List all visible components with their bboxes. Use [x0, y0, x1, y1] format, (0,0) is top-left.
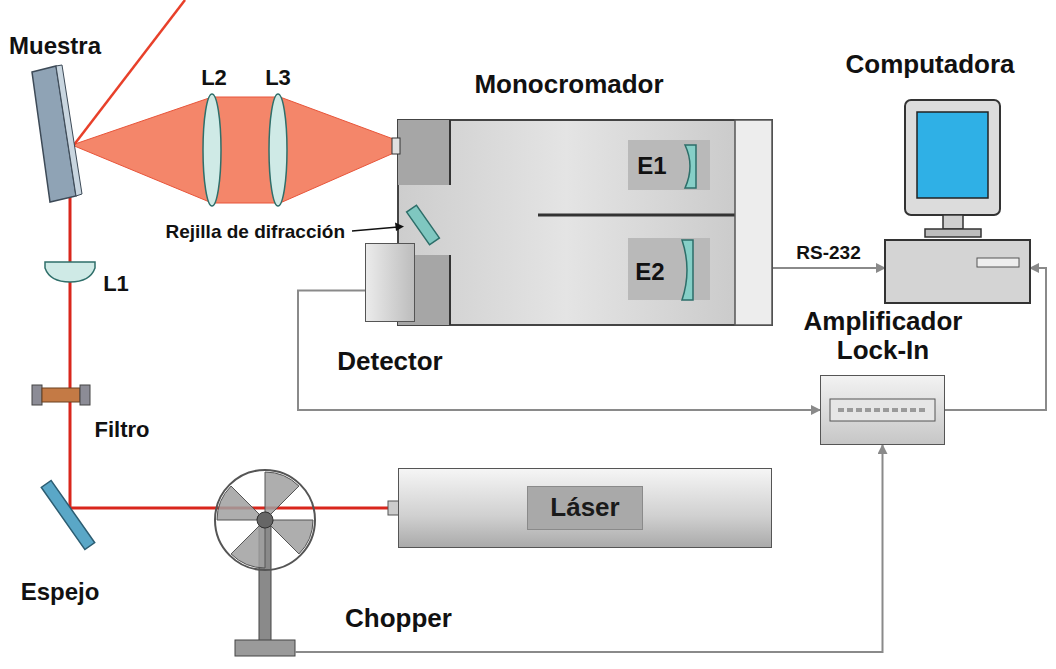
signal-wire	[772, 267, 885, 269]
monitor-frame	[905, 100, 1000, 215]
concave-mirror	[682, 240, 693, 300]
mirror-label: Espejo	[21, 579, 100, 605]
filter-cap	[80, 385, 90, 405]
grating-label: Rejilla de difracción	[166, 222, 346, 243]
sample-label: Muestra	[9, 33, 101, 59]
leader-line	[352, 227, 398, 231]
divider-line	[538, 214, 735, 217]
concave-mirror	[685, 145, 696, 188]
detector-box: Detector	[365, 243, 415, 322]
leader-arrowhead	[395, 223, 404, 232]
chopper-drawing	[205, 466, 318, 660]
laser-box: Láser	[398, 468, 772, 548]
display-panel	[830, 399, 935, 421]
mirror-symbol	[41, 480, 94, 549]
signal-wire	[318, 445, 883, 652]
slit-block	[398, 120, 450, 185]
lock-in-amplifier-drawing	[820, 375, 945, 445]
computer: Computadora	[885, 98, 1030, 305]
mirror-label: E1	[637, 153, 666, 179]
chopper-cable	[295, 651, 318, 653]
node-heading: Detector	[310, 347, 470, 376]
grating-symbol	[407, 205, 440, 245]
mirror-label: E2	[635, 259, 664, 285]
lock-in-amplifier: Amplificador Lock-In	[820, 375, 945, 445]
chopper-blade	[231, 526, 265, 568]
mirror-mount	[628, 238, 710, 300]
chopper: Chopper	[205, 466, 318, 660]
computer-drawing	[885, 98, 1030, 305]
monitor-screen	[917, 112, 988, 198]
emission-beam	[72, 97, 396, 203]
drive-slot	[977, 258, 1019, 267]
filter-body	[42, 388, 80, 402]
chopper-blade	[217, 486, 259, 520]
monochromator-box: Monocromador	[398, 120, 772, 325]
monochromator-box-drawing	[398, 120, 772, 325]
mirror-mount	[628, 140, 710, 190]
computer-case	[885, 240, 1030, 303]
partition-line	[449, 120, 451, 185]
chopper-blade	[271, 520, 313, 554]
lens-label: L2	[201, 66, 227, 90]
edge-label: RS-232	[794, 243, 862, 264]
laser-label: Láser	[527, 486, 642, 529]
lens-symbol	[45, 262, 95, 282]
node-heading: Amplificador Lock-In	[768, 307, 998, 365]
monitor-foot	[925, 229, 981, 237]
chopper-base	[235, 640, 295, 656]
monitor-neck	[943, 215, 963, 229]
sample-face	[56, 65, 82, 196]
entrance-slit	[392, 138, 400, 154]
end-panel	[735, 120, 772, 325]
reflected-beam	[70, 0, 185, 150]
node-heading: Chopper	[345, 604, 475, 633]
filter-label: Filtro	[95, 418, 150, 442]
excitation-beam	[70, 172, 392, 508]
node-heading: Monocromador	[419, 70, 719, 99]
chopper-hub	[257, 512, 273, 528]
display-trace	[838, 408, 927, 412]
chopper-blade	[265, 472, 299, 514]
filter-cap	[32, 385, 42, 405]
node-heading: Computadora	[815, 50, 1045, 79]
partition-line	[449, 255, 451, 325]
lens-label: L3	[265, 66, 291, 90]
lens-symbol	[269, 94, 287, 206]
lens-symbol	[203, 94, 221, 206]
chopper-wheel	[215, 470, 315, 570]
lens-label: L1	[103, 272, 129, 296]
